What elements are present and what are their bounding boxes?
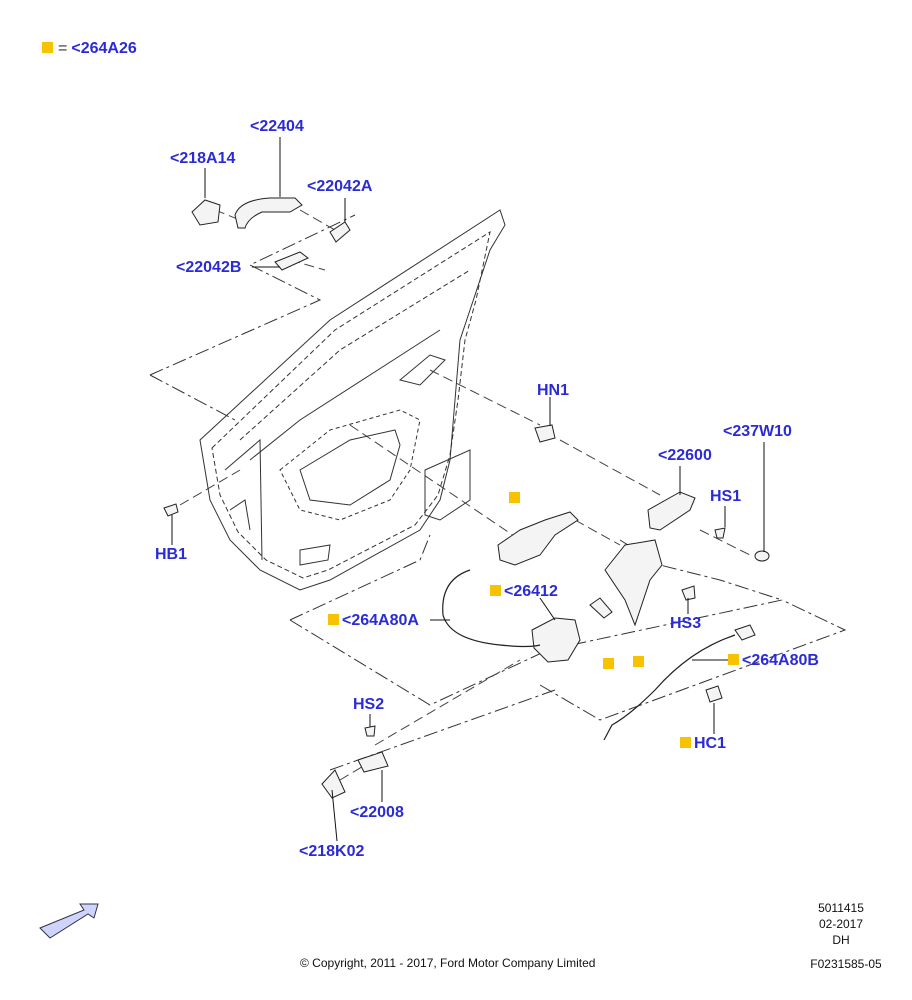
- yellow-marker-icon: [633, 656, 644, 668]
- callout-218K02: <218K02: [299, 843, 365, 860]
- callout-HN1: HN1: [537, 382, 570, 399]
- callout-264A80A-label: <264A80A: [342, 612, 419, 629]
- callout-264A80B: <264A80B: [728, 652, 819, 670]
- callout-HC1: HC1: [680, 735, 726, 753]
- meta-initials: DH: [832, 933, 850, 947]
- meta-date: 02-2017: [818, 917, 864, 931]
- callout-HB1: HB1: [155, 546, 188, 563]
- direction-arrow-icon: [39, 903, 99, 939]
- callout-HC1-label: HC1: [694, 735, 727, 752]
- callout-264A80A: <264A80A: [328, 612, 419, 630]
- callout-22404: <22404: [250, 118, 304, 135]
- callout-218A14: <218A14: [170, 150, 236, 167]
- yellow-marker-icon: [328, 614, 339, 626]
- callout-HS2: HS2: [353, 696, 385, 713]
- yellow-marker-icon: [42, 42, 53, 54]
- callout-HS3: HS3: [670, 615, 702, 632]
- callout-HS1: HS1: [710, 488, 742, 505]
- leader-lines: [171, 137, 765, 842]
- callout-22008: <22008: [350, 804, 404, 821]
- callout-264A80B-label: <264A80B: [742, 652, 819, 669]
- callout-marker-bracket: [509, 490, 523, 508]
- outline-frames: [149, 214, 847, 771]
- parts: [163, 197, 770, 799]
- meta-block: 5011415 02-2017 DH: [806, 900, 876, 948]
- door-frame: [199, 209, 506, 591]
- yellow-marker-icon: [728, 654, 739, 666]
- meta-figure: F0231585-05: [810, 957, 882, 971]
- callout-237W10: <237W10: [723, 423, 792, 440]
- yellow-marker-icon: [680, 737, 691, 749]
- callout-26412: <26412: [490, 583, 558, 601]
- legend-label: <264A26: [71, 40, 137, 57]
- dashed-links: [179, 209, 751, 781]
- copyright-text: © Copyright, 2011 - 2017, Ford Motor Com…: [300, 956, 596, 970]
- callout-22600: <22600: [658, 447, 712, 464]
- callout-marker-support: [633, 654, 647, 672]
- callout-22042A: <22042A: [307, 178, 373, 195]
- callout-marker-lever: [603, 656, 617, 674]
- legend-equals: =: [58, 40, 68, 57]
- cables: [442, 569, 736, 741]
- callout-26412-label: <26412: [504, 583, 558, 600]
- callout-22042B: <22042B: [176, 259, 242, 276]
- yellow-marker-icon: [603, 658, 614, 670]
- legend: =<264A26: [42, 40, 137, 58]
- yellow-marker-icon: [509, 492, 520, 504]
- meta-code: 5011415: [818, 901, 864, 915]
- yellow-marker-icon: [490, 585, 501, 597]
